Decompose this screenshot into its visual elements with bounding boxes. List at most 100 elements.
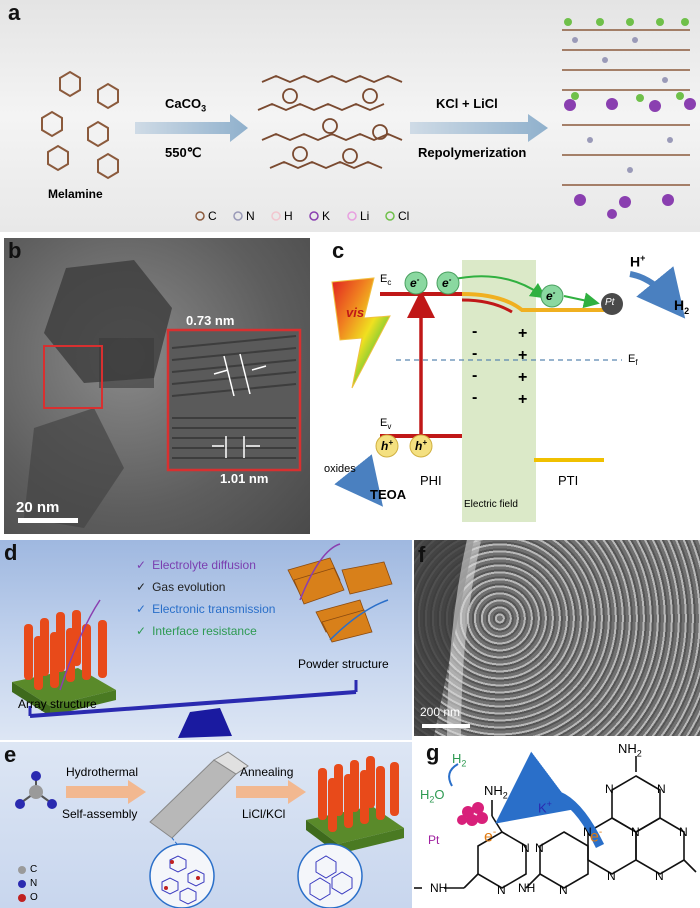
- nh-bridge: NH: [518, 881, 536, 895]
- ef-label: Ef: [628, 353, 638, 368]
- self-assembly-label: Self-assembly: [62, 807, 138, 821]
- pti-label: PTI: [558, 473, 579, 488]
- electron-right: e-: [590, 827, 603, 846]
- panel-d-graphics: [12, 543, 393, 738]
- step1-reagent: CaCO3: [165, 96, 207, 114]
- nh-left: NH: [430, 881, 448, 895]
- hole-2: h+: [415, 438, 428, 453]
- panel-d: d ✓Electrolyte diffusion ✓Gas evolution …: [0, 540, 412, 740]
- melamine-label: Melamine: [48, 187, 103, 201]
- legend-h: H: [284, 209, 293, 223]
- legend-k: K: [322, 209, 331, 223]
- panel-e-graphics: [15, 751, 404, 908]
- ring-n-5: N: [583, 825, 592, 839]
- ring-n-7: N: [607, 869, 616, 883]
- pt-catalyst: Pt: [605, 297, 615, 308]
- ring-n-2: N: [657, 782, 666, 796]
- legend-e-n: N: [30, 878, 38, 889]
- ring-n-3: N: [631, 825, 640, 839]
- step2-reagent: KCl + LiCl: [436, 96, 498, 111]
- panel-e: e Hydrothermal Self-assembly Annealing L…: [0, 742, 412, 908]
- oxides-label: oxides: [324, 463, 356, 475]
- panel-a-legend-markers: [195, 211, 395, 221]
- melamine-molecules: [41, 70, 119, 180]
- hydrothermal-label: Hydrothermal: [66, 765, 139, 779]
- advantages-list: ✓Electrolyte diffusion ✓Gas evolution ✓E…: [136, 558, 275, 646]
- electron-left: e-: [484, 827, 497, 846]
- phi-label: PHI: [420, 473, 442, 488]
- legend-cl: Cl: [398, 209, 410, 223]
- electron-2: e-: [442, 275, 452, 290]
- nh2-top: NH2: [618, 742, 642, 759]
- hydrogen-product: H2: [674, 297, 690, 316]
- panel-c: c vis e- e- e- h+ h+ Ec Ev Ef Pt H+ H2 -…: [312, 238, 700, 534]
- arrow-2: [410, 114, 548, 142]
- electron-1: e-: [410, 275, 420, 290]
- plus-1: +: [518, 325, 528, 342]
- nh2-left: NH2: [484, 783, 508, 801]
- precursor-molecule: [15, 771, 57, 809]
- minus-3: -: [472, 367, 478, 384]
- ev-label: Ev: [380, 417, 392, 432]
- panel-a-label: a: [8, 0, 21, 25]
- water-reactant: H2O: [420, 787, 445, 805]
- hole-1: h+: [381, 438, 394, 453]
- advantage-4: ✓Interface resistance: [136, 624, 257, 638]
- panel-a: a: [0, 0, 700, 232]
- electric-field-region: [462, 260, 536, 522]
- ring-n-11: N: [497, 883, 506, 897]
- panel-f: f 200 nm: [414, 540, 700, 736]
- scale-bar-label-f: 200 nm: [420, 705, 461, 719]
- legend-e-c: C: [30, 864, 38, 875]
- step1-temperature: 550℃: [165, 145, 202, 160]
- panel-b-label: b: [8, 238, 22, 263]
- step2-label: Repolymerization: [418, 145, 527, 160]
- minus-1: -: [472, 323, 478, 340]
- minus-2: -: [472, 345, 478, 362]
- panel-b-graphics: [18, 260, 302, 528]
- lattice-spacing-1: 0.73 nm: [186, 313, 235, 328]
- salt-label: LiCl/KCl: [242, 807, 286, 821]
- pt-label: Pt: [428, 833, 440, 847]
- h2-product: H2: [452, 751, 467, 769]
- plus-4: +: [518, 391, 528, 408]
- panel-b: b 0.73 nm 1.01 nm 20 nm: [4, 238, 310, 534]
- panel-g: g NH2 NH2 N N N N N N N N N N N NH NH H2…: [414, 742, 700, 908]
- lattice-spacing-2: 1.01 nm: [220, 471, 269, 486]
- panel-c-diagram: [331, 260, 686, 522]
- teoa-label: TEOA: [370, 487, 407, 502]
- polymer-network: [257, 75, 403, 169]
- panel-d-label: d: [4, 540, 18, 565]
- ring-n-9: N: [559, 883, 568, 897]
- vis-light-bolt: [331, 277, 391, 389]
- ring-n-6: N: [655, 869, 664, 883]
- advantage-3: ✓Electronic transmission: [136, 602, 276, 616]
- ring-n-1: N: [605, 782, 614, 796]
- advantage-1: ✓Electrolyte diffusion: [136, 558, 256, 572]
- proton-label: H+: [630, 253, 646, 270]
- scale-bar-label-b: 20 nm: [16, 499, 60, 516]
- panel-g-structure: [414, 751, 697, 889]
- powder-structure-label: Powder structure: [298, 657, 389, 671]
- advantage-2: ✓Gas evolution: [136, 580, 226, 594]
- panel-a-graphics: [41, 18, 696, 221]
- ring-n-4: N: [679, 825, 688, 839]
- plus-3: +: [518, 369, 528, 386]
- panel-f-label: f: [418, 542, 426, 567]
- panel-c-label: c: [332, 238, 345, 263]
- array-structure-label: Array structure: [18, 697, 97, 711]
- legend-li: Li: [360, 209, 370, 223]
- legend-e-o: O: [30, 892, 38, 903]
- panel-g-label: g: [426, 742, 440, 765]
- ring-n-10: N: [521, 841, 530, 855]
- ec-label: Ec: [380, 273, 392, 288]
- vis-label: vis: [346, 305, 365, 320]
- legend-n: N: [246, 209, 255, 223]
- arrow-1: [135, 114, 248, 142]
- ring-n-8: N: [535, 841, 544, 855]
- potassium-ion: K+: [538, 799, 552, 816]
- panel-f-graphics: [414, 540, 481, 736]
- annealing-label: Annealing: [240, 765, 294, 779]
- panel-e-label: e: [4, 742, 17, 767]
- electron-3: e-: [546, 288, 556, 303]
